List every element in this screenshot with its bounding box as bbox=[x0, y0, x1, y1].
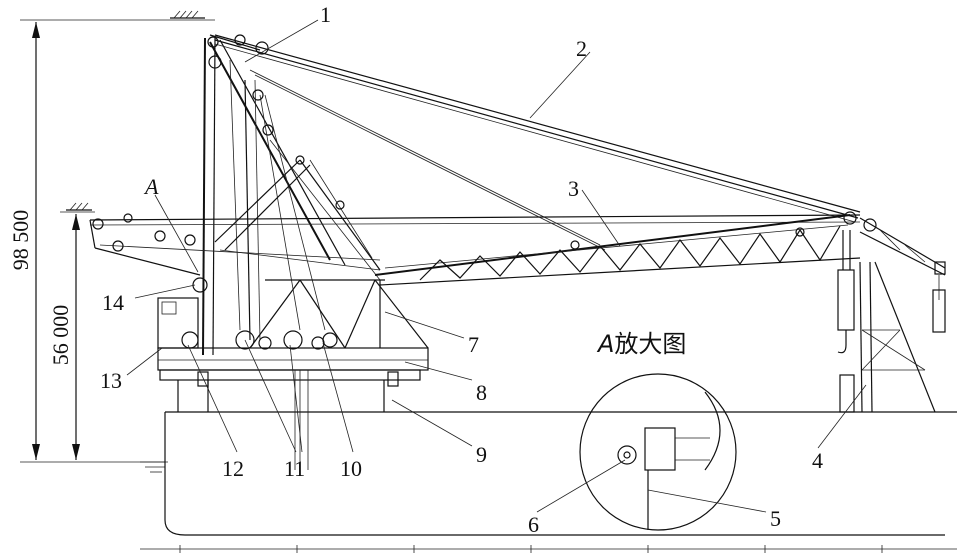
boom-pendants bbox=[214, 34, 861, 331]
slewing-supports bbox=[177, 370, 399, 470]
winches bbox=[181, 277, 338, 350]
callout-10: 10 bbox=[340, 456, 362, 481]
callout-8: 8 bbox=[476, 380, 487, 405]
main-lattice-boom bbox=[374, 211, 877, 286]
luffing-jib bbox=[214, 155, 381, 271]
dimension-label-lower: 56 000 bbox=[48, 305, 73, 366]
dimension-98500 bbox=[20, 19, 215, 463]
detail-title-text: 放大图 bbox=[614, 330, 686, 358]
ground-hatch-mid bbox=[66, 202, 92, 211]
callout-12: 12 bbox=[222, 456, 244, 481]
detail-a-view bbox=[579, 373, 737, 531]
boom-tip bbox=[859, 217, 946, 276]
upper-auxiliary-boom bbox=[89, 213, 861, 276]
main-hook-block bbox=[837, 230, 855, 354]
boom-rest bbox=[839, 261, 936, 413]
callout-4: 4 bbox=[812, 448, 823, 473]
callout-7: 7 bbox=[468, 332, 479, 357]
callout-11: 11 bbox=[284, 456, 305, 481]
detail-title: A放大图 bbox=[596, 330, 686, 358]
callout-13: 13 bbox=[100, 368, 122, 393]
callout-14: 14 bbox=[102, 290, 124, 315]
callout-2: 2 bbox=[576, 36, 587, 61]
ground-hatch-top bbox=[170, 10, 205, 19]
callout-6: 6 bbox=[528, 512, 539, 537]
callout-5: 5 bbox=[770, 506, 781, 531]
leader-lines bbox=[126, 19, 867, 513]
callout-1: 1 bbox=[320, 2, 331, 27]
callout-3: 3 bbox=[568, 176, 579, 201]
aux-hook-block bbox=[932, 275, 946, 333]
ship-hull bbox=[140, 411, 957, 553]
dimension-label-total: 98 500 bbox=[8, 210, 33, 271]
water-line bbox=[140, 461, 168, 473]
detail-title-letter: A bbox=[596, 330, 614, 358]
callout-9: 9 bbox=[476, 442, 487, 467]
superstructure-frame bbox=[157, 279, 429, 381]
point-a-label: A bbox=[143, 174, 159, 199]
dimension-56000 bbox=[60, 211, 95, 460]
a-frame-mast bbox=[202, 34, 346, 356]
